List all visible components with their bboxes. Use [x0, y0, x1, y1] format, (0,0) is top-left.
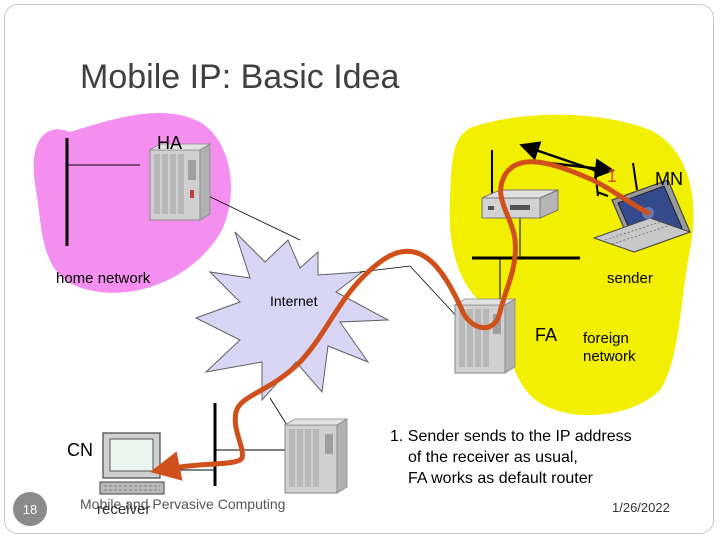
mobile-node-laptop: [592, 179, 692, 253]
internet-cloud: [194, 231, 390, 402]
foreign-agent-router: [453, 298, 517, 374]
foreign-access-point: [481, 189, 559, 219]
packet-path: [150, 159, 651, 481]
home-network-label: home network: [56, 270, 151, 287]
step-number-label: 1: [607, 166, 618, 186]
cn-computer: [99, 432, 165, 495]
footer-course-title: Mobile and Pervasive Computing: [80, 496, 286, 512]
cn-router: [283, 418, 349, 494]
caption-line-3: FA works as default router: [408, 470, 593, 487]
caption-line-1: 1. Sender sends to the IP address: [390, 428, 632, 445]
sender-label: sender: [607, 270, 653, 287]
home-agent-router: [148, 143, 212, 221]
slide-title: Mobile IP: Basic Idea: [80, 58, 400, 96]
footer-date: 1/26/2022: [612, 500, 670, 515]
ha-label: HA: [157, 133, 183, 153]
slide-frame: [4, 4, 714, 534]
foreign-network-label-line2: network: [583, 348, 636, 365]
cn-label: CN: [67, 440, 93, 460]
caption-line-2: of the receiver as usual,: [408, 449, 578, 466]
step-caption: 1. Sender sends to the IP address of the…: [390, 426, 632, 489]
receiver-label: receiver: [97, 501, 151, 518]
slide-number-badge: 18: [13, 492, 47, 526]
internet-label: Internet: [270, 293, 318, 309]
mn-label: MN: [655, 169, 683, 189]
foreign-network-label-line1: foreign: [583, 330, 629, 347]
fa-label: FA: [535, 325, 558, 345]
